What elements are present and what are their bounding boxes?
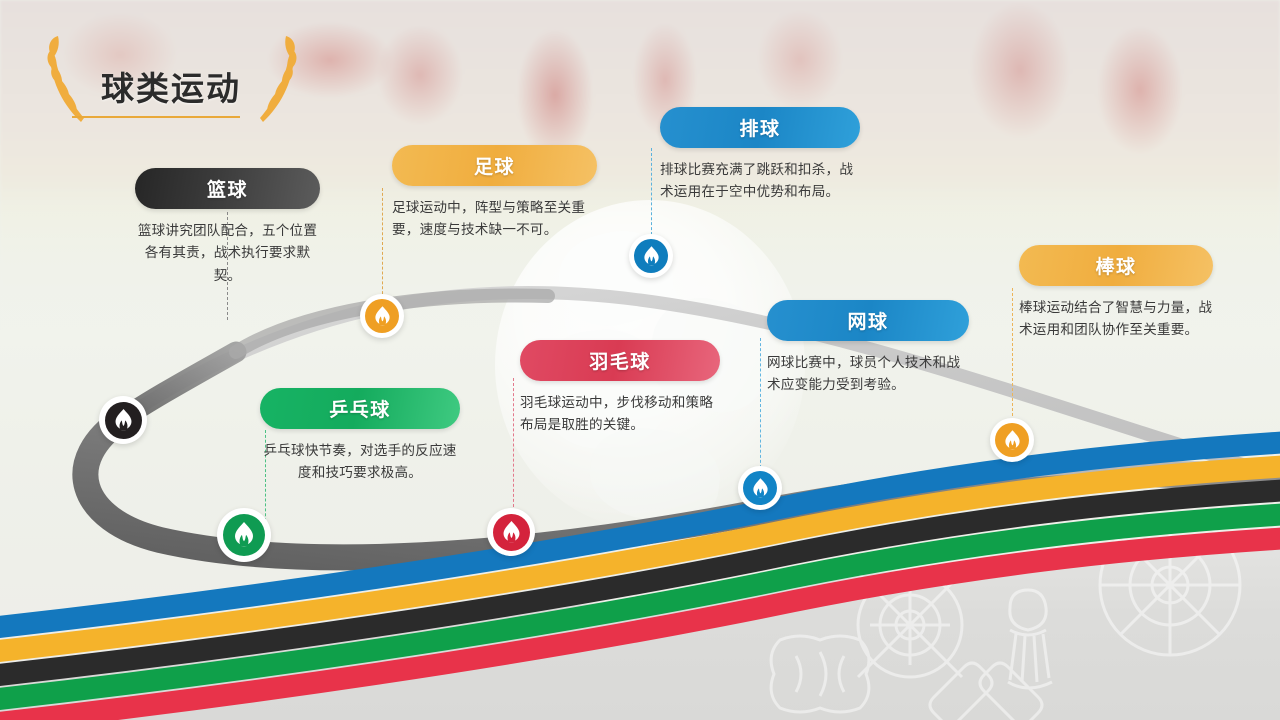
slide-title-block: 球类运动 — [46, 32, 297, 124]
card-volleyball[interactable]: 排球 排球比赛充满了跳跃和扣杀，战术运用在于空中优势和布局。 — [660, 107, 860, 204]
card-label-tennis[interactable]: 网球 — [767, 300, 969, 341]
flame-icon — [115, 408, 131, 431]
connector-line-baseball — [1012, 288, 1013, 416]
card-label-tabletennis[interactable]: 乒乓球 — [260, 388, 460, 429]
card-desc-tennis: 网球比赛中，球员个人技术和战术应变能力受到考验。 — [767, 355, 961, 393]
laurel-right-icon — [260, 36, 297, 123]
card-desc-football: 足球运动中，阵型与策略至关重要，速度与技术缺一不可。 — [392, 200, 586, 238]
connector-line-badminton — [513, 378, 514, 512]
flame-icon — [235, 522, 253, 547]
flame-icon — [643, 245, 659, 266]
card-football[interactable]: 足球 足球运动中，阵型与策略至关重要，速度与技术缺一不可。 — [392, 145, 597, 242]
card-tennis[interactable]: 网球 网球比赛中，球员个人技术和战术应变能力受到考验。 — [767, 300, 969, 397]
card-basketball[interactable]: 篮球 篮球讲究团队配合，五个位置各有其责，战术执行要求默契。 — [135, 168, 320, 287]
flame-icon — [1004, 429, 1020, 450]
marker-baseball[interactable] — [990, 418, 1034, 462]
card-desc-tabletennis: 乒乓球快节奏，对选手的反应速度和技巧要求极高。 — [263, 443, 457, 481]
marker-tennis[interactable] — [738, 466, 782, 510]
marker-volleyball[interactable] — [629, 234, 673, 278]
card-desc-badminton: 羽毛球运动中，步伐移动和策略布局是取胜的关键。 — [520, 395, 714, 433]
connector-line-basketball — [227, 212, 228, 320]
card-label-football[interactable]: 足球 — [392, 145, 597, 186]
card-label-badminton[interactable]: 羽毛球 — [520, 340, 720, 381]
card-label-volleyball[interactable]: 排球 — [660, 107, 860, 148]
marker-badminton[interactable] — [487, 508, 535, 556]
marker-basketball[interactable] — [99, 396, 147, 444]
card-label-basketball[interactable]: 篮球 — [135, 168, 320, 209]
connector-line-volleyball — [651, 148, 652, 240]
card-desc-baseball: 棒球运动结合了智慧与力量，战术运用和团队协作至关重要。 — [1019, 300, 1213, 338]
flame-icon — [374, 305, 390, 326]
card-desc-volleyball: 排球比赛充满了跳跃和扣杀，战术运用在于空中优势和布局。 — [660, 162, 854, 200]
card-baseball[interactable]: 棒球 棒球运动结合了智慧与力量，战术运用和团队协作至关重要。 — [1019, 245, 1213, 342]
card-badminton[interactable]: 羽毛球 羽毛球运动中，步伐移动和策略布局是取胜的关键。 — [520, 340, 720, 437]
flame-icon — [752, 477, 768, 498]
laurel-left-icon — [47, 36, 84, 123]
card-tabletennis[interactable]: 乒乓球 乒乓球快节奏，对选手的反应速度和技巧要求极高。 — [260, 388, 460, 485]
marker-tabletennis[interactable] — [217, 508, 271, 562]
connector-line-football — [382, 188, 383, 304]
card-desc-basketball: 篮球讲究团队配合，五个位置各有其责，战术执行要求默契。 — [137, 223, 318, 283]
flame-icon — [503, 520, 519, 543]
card-label-baseball[interactable]: 棒球 — [1019, 245, 1213, 286]
connector-line-tabletennis — [265, 430, 266, 526]
page-title: 球类运动 — [101, 70, 241, 107]
marker-football[interactable] — [360, 294, 404, 338]
title-underline — [72, 116, 240, 118]
connector-line-tennis — [760, 338, 761, 468]
